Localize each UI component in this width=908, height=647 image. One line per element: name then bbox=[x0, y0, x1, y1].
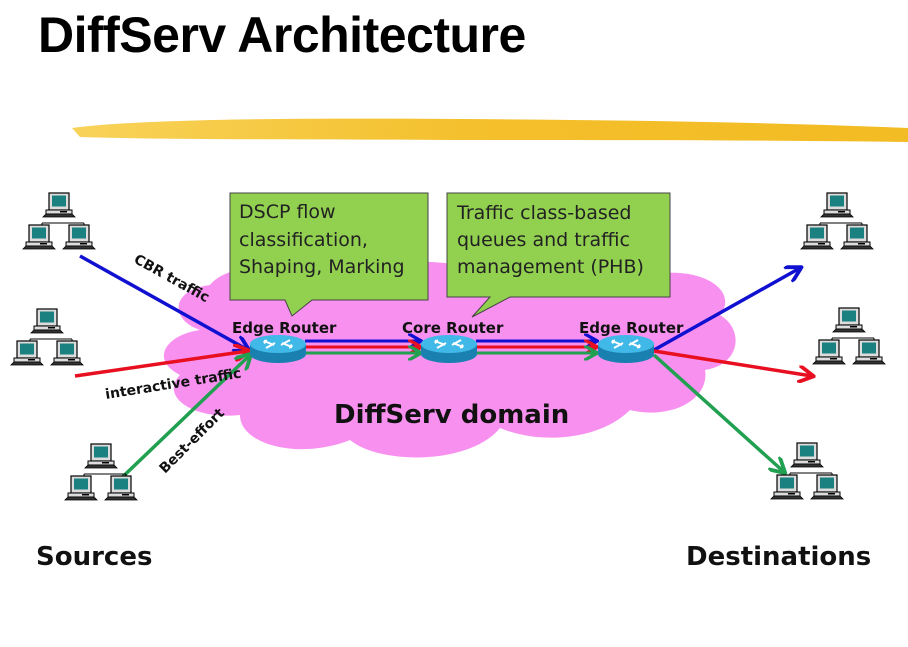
edge-router-ingress-icon bbox=[249, 334, 307, 364]
inter-router-links bbox=[305, 341, 596, 353]
edge-router-egress-icon bbox=[597, 334, 655, 364]
diffserv-domain-label: DiffServ domain bbox=[334, 400, 569, 430]
flow-cbr-out bbox=[653, 268, 800, 352]
slide-title: DiffServ Architecture bbox=[38, 7, 526, 63]
router-label-edge-egress: Edge Router bbox=[579, 319, 684, 337]
router-label-edge-ingress: Edge Router bbox=[232, 319, 337, 337]
callout-edge-router: DSCP flow classification, Shaping, Marki… bbox=[229, 192, 429, 317]
flow-label-cbr: CBR traffic bbox=[131, 252, 212, 307]
callout-line: Shaping, Marking bbox=[239, 256, 405, 278]
flow-best-effort-out bbox=[652, 353, 784, 472]
destination-hosts-cbr-icon bbox=[801, 193, 873, 249]
decorative-brush-stroke bbox=[72, 118, 908, 142]
callout-line: queues and traffic bbox=[457, 229, 630, 251]
router-label-core: Core Router bbox=[402, 319, 504, 337]
callout-line: management (PHB) bbox=[457, 256, 644, 278]
destinations-label: Destinations bbox=[686, 542, 871, 572]
sources-label: Sources bbox=[36, 542, 152, 572]
flow-cbr-in bbox=[79, 254, 248, 350]
source-hosts-interactive-icon bbox=[11, 309, 83, 365]
flow-best-effort-in bbox=[110, 355, 250, 489]
callout-line: DSCP flow bbox=[239, 201, 336, 223]
flow-interactive-out bbox=[653, 349, 812, 376]
flow-interactive-in bbox=[74, 351, 248, 378]
callout-line: Traffic class-based bbox=[456, 202, 632, 224]
callout-line: classification, bbox=[239, 229, 368, 251]
core-router-icon bbox=[420, 334, 478, 364]
flow-label-best-effort: Best-effort bbox=[157, 405, 229, 477]
callout-core-router: Traffic class-based queues and traffic m… bbox=[446, 192, 671, 318]
destination-hosts-interactive-icon bbox=[813, 308, 885, 364]
source-hosts-cbr-icon bbox=[23, 193, 95, 249]
